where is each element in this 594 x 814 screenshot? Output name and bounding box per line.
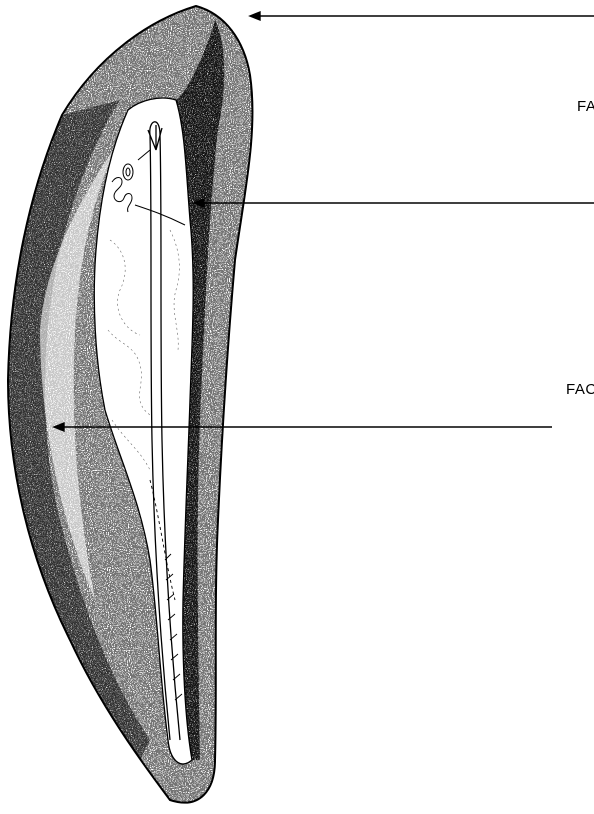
label-lower: FAC — [566, 381, 594, 398]
arrow-middle — [194, 199, 594, 207]
arrow-top — [250, 12, 594, 20]
label-upper: FA — [577, 98, 594, 115]
